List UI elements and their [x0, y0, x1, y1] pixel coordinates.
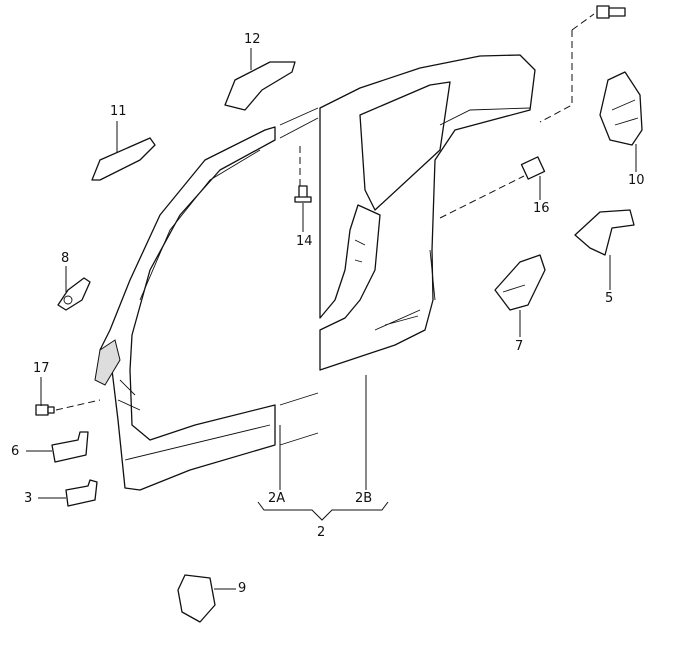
part-14-clip	[294, 185, 312, 203]
side-panel-rear-2b	[319, 54, 536, 371]
part-9	[177, 574, 216, 623]
callout-16: 16	[533, 201, 550, 216]
callout-2: 2	[317, 525, 326, 540]
part-3	[65, 479, 98, 507]
callout-2a: 2A	[268, 491, 286, 506]
top-bolt	[596, 5, 626, 19]
callout-5: 5	[605, 291, 614, 306]
callout-2b: 2B	[355, 491, 373, 506]
callout-17: 17	[33, 361, 50, 376]
part-5	[574, 209, 635, 256]
part-10	[599, 71, 643, 146]
callout-14: 14	[296, 234, 313, 249]
callout-6: 6	[11, 444, 20, 459]
part-7	[494, 254, 546, 311]
callout-3: 3	[24, 491, 33, 506]
callout-11: 11	[110, 104, 127, 119]
callout-9: 9	[238, 581, 247, 596]
callout-10: 10	[628, 173, 645, 188]
side-panel-front-2a	[94, 126, 276, 491]
callout-7: 7	[515, 339, 524, 354]
part-12	[224, 61, 296, 111]
part-6	[51, 431, 89, 463]
part-11	[91, 137, 156, 181]
callout-8: 8	[61, 251, 70, 266]
part-16-nut	[520, 156, 546, 180]
callout-12: 12	[244, 32, 261, 47]
part-8	[57, 277, 91, 311]
part-17-bolt	[35, 404, 55, 416]
